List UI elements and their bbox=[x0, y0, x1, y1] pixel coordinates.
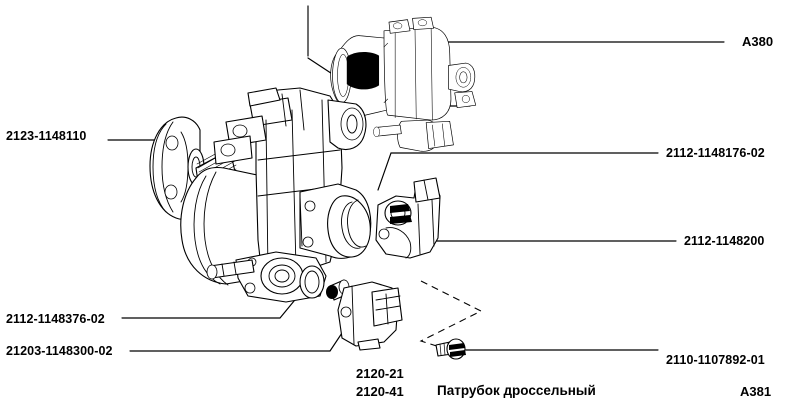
lower-flange bbox=[235, 251, 327, 303]
leader-spacer-ring bbox=[377, 152, 659, 191]
leader-o-ring bbox=[129, 317, 353, 352]
throttle-body bbox=[149, 87, 372, 303]
callout-o-ring: 21203-1148300-02 bbox=[6, 344, 113, 358]
inset-sheet-code: A380 bbox=[742, 34, 774, 49]
callout-idle-air-bracket: 2112-1148200 bbox=[684, 234, 765, 248]
spacer-ring bbox=[327, 195, 371, 258]
idle-adjust-stud bbox=[206, 259, 255, 280]
title-part-number-1: 2120-21 bbox=[356, 366, 404, 381]
mounting-screw bbox=[435, 338, 466, 360]
inset-assembly bbox=[330, 16, 477, 152]
callout-spacer-ring: 2112-1148176-02 bbox=[666, 146, 765, 160]
idle-air-control-bracket bbox=[375, 177, 441, 259]
callout-gasket: 2112-1148376-02 bbox=[6, 312, 105, 326]
title-assembly-name: Патрубок дроссельный bbox=[437, 383, 596, 398]
callout-screw: 2110-1107892-01 bbox=[666, 353, 765, 367]
throttle-position-sensor bbox=[326, 279, 403, 351]
o-ring bbox=[299, 265, 325, 299]
title-part-number-2: 2120-41 bbox=[356, 384, 404, 399]
assembly-dashed-path bbox=[419, 280, 483, 350]
sheet-code: A381 bbox=[740, 384, 772, 399]
callout-throttle-cable-bracket: 2123-1148110 bbox=[6, 129, 87, 143]
throttle-bore bbox=[180, 166, 263, 285]
